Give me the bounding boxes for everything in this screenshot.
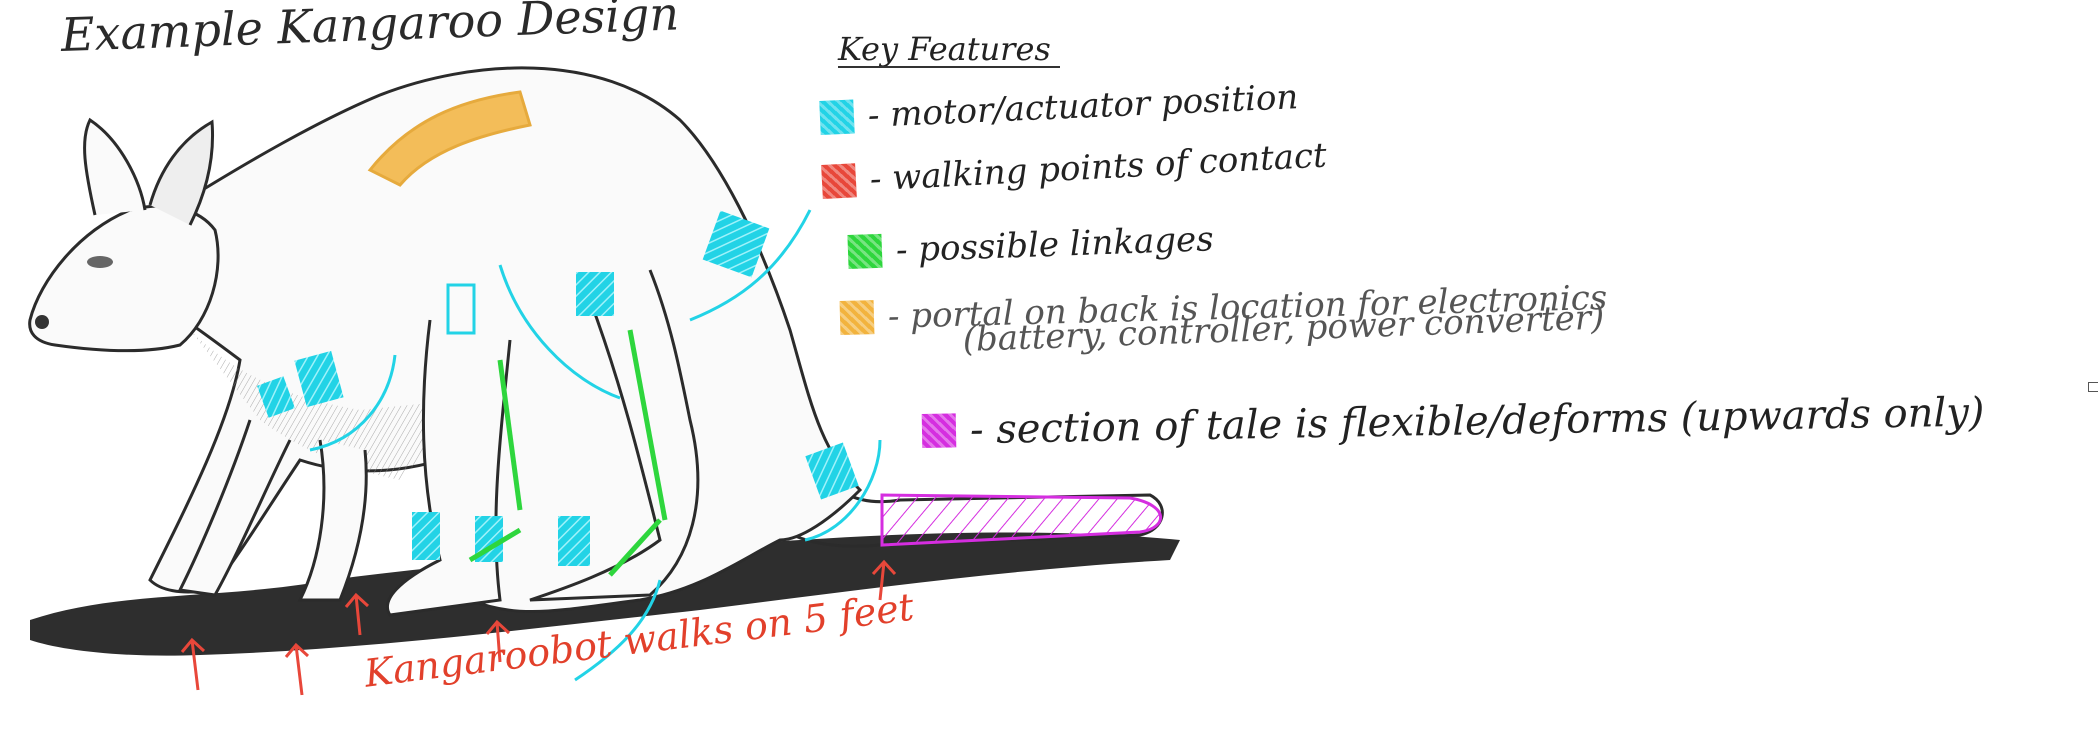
actuator-3	[446, 283, 476, 335]
legend-swatch-linkages	[847, 233, 883, 269]
actuator-4	[576, 272, 614, 316]
ear-right	[148, 119, 215, 226]
key-heading: Key Features	[838, 30, 1051, 68]
front-leg-1	[177, 419, 292, 597]
eye	[87, 256, 113, 268]
actuator-6	[412, 512, 440, 560]
actuator-9	[805, 442, 859, 500]
tail-flexible-section	[880, 493, 1162, 547]
actuator-1	[257, 376, 295, 418]
actuator-5	[702, 210, 770, 278]
key-heading-underline	[838, 66, 1060, 68]
front-leg-2	[297, 439, 368, 602]
nose	[35, 315, 49, 329]
actuator-8	[558, 516, 590, 566]
legend-swatch-tail	[921, 413, 957, 448]
corner-mark	[2088, 382, 2098, 392]
chest-shading	[190, 330, 460, 480]
actuator-2	[294, 350, 344, 408]
legend-swatch-portal	[839, 300, 875, 335]
ear-left	[83, 117, 147, 216]
kangaroo-head	[28, 204, 220, 353]
rear-leg-2	[529, 269, 700, 602]
electronics-portal	[367, 90, 532, 187]
legend-swatch-walking	[821, 163, 857, 199]
legend-swatch-motor	[819, 99, 855, 135]
motion-arrows	[309, 209, 882, 682]
linkages	[468, 329, 668, 577]
contact-arrows	[180, 559, 897, 696]
